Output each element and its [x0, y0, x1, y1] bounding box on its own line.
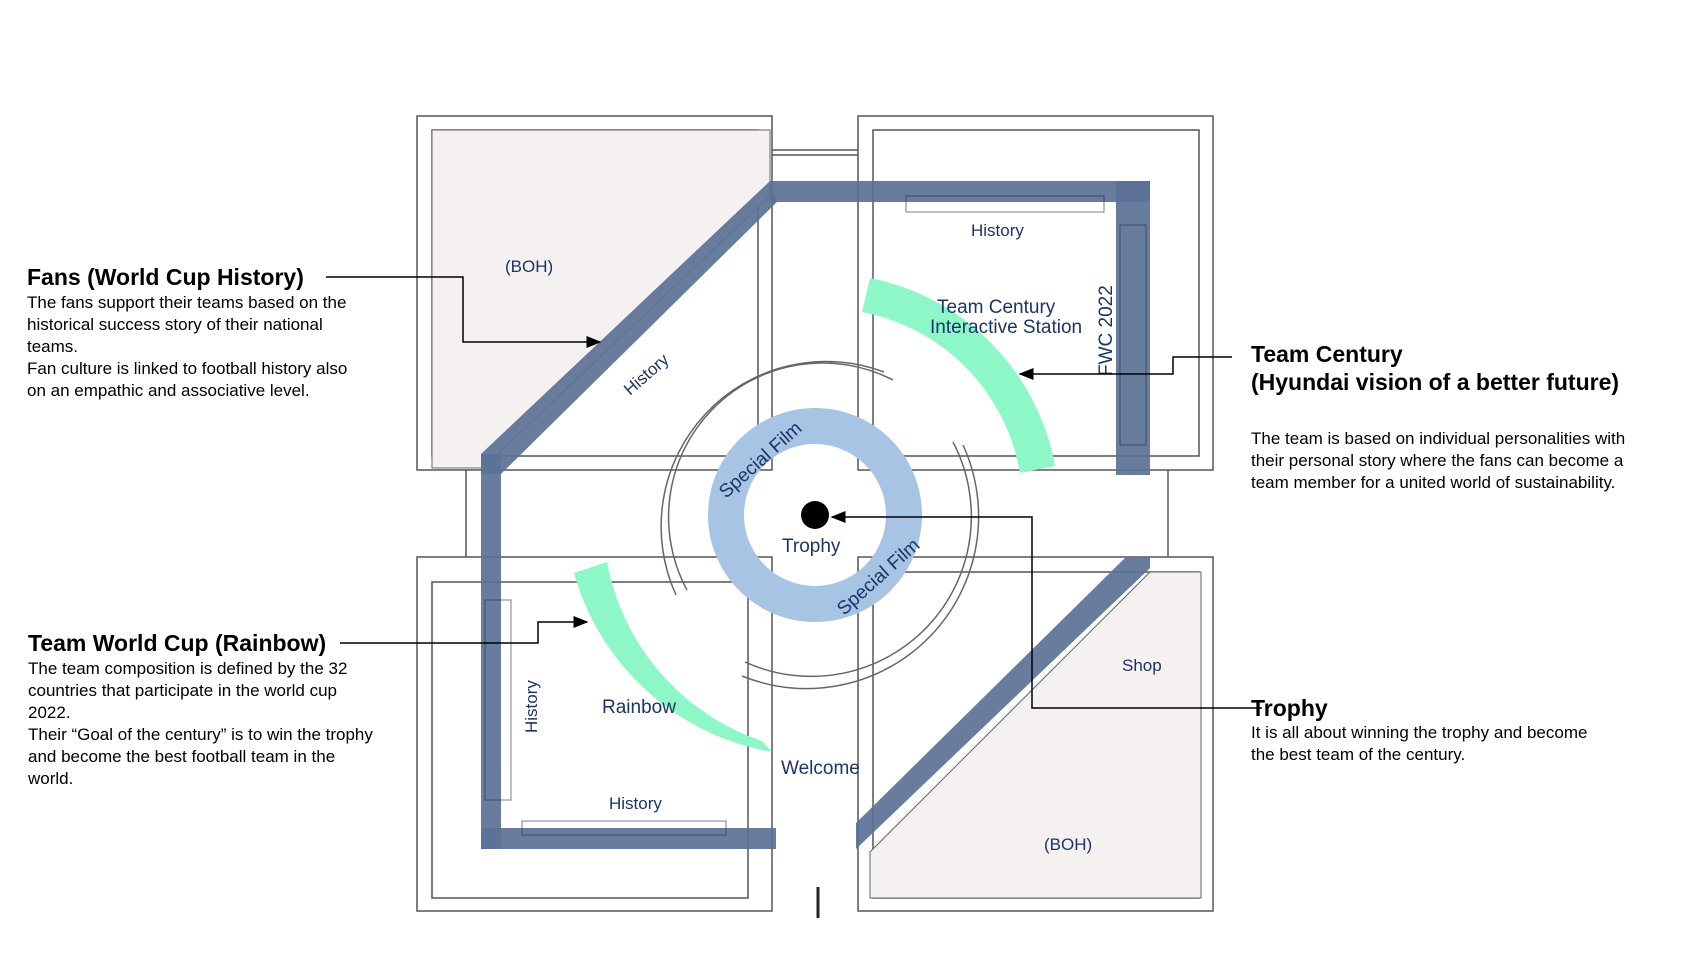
label-history-top: History — [971, 221, 1024, 240]
team-century-title-1: Team Century — [1251, 341, 1403, 367]
team-century-description: The team is based on individual personal… — [1251, 428, 1671, 494]
fans-line: Fan culture is linked to football histor… — [27, 359, 348, 378]
team-century-line: The team is based on individual personal… — [1251, 429, 1626, 448]
fans-title: Fans (World Cup History) — [27, 264, 304, 290]
label-boh-bottom-right: (BOH) — [1044, 835, 1092, 854]
team-world-cup-title: Team World Cup (Rainbow) — [28, 630, 327, 656]
label-team-century-2: Interactive Station — [930, 317, 1082, 338]
team-world-cup-description: The team composition is defined by the 3… — [28, 658, 428, 790]
label-team-century-1: Team Century — [937, 297, 1056, 318]
history-wall-diagonal — [481, 181, 777, 474]
team-century-title-2: (Hyundai vision of a better future) — [1251, 369, 1620, 395]
film-enclosure-walls — [660, 360, 980, 690]
label-shop: Shop — [1122, 656, 1162, 675]
fans-line: The fans support their teams based on th… — [27, 293, 347, 312]
leader-lines — [326, 276, 1262, 709]
history-wall-shop — [856, 557, 1150, 849]
boh-room-top-left — [431, 129, 771, 469]
display-cases — [484, 195, 1147, 836]
boh-room-bottom-right — [869, 571, 1202, 899]
team-world-cup-line: and become the best football team in the — [28, 747, 336, 766]
team-world-cup-line: Their “Goal of the century” is to win th… — [28, 725, 373, 744]
rainbow-arc — [574, 562, 772, 752]
team-world-cup-line: countries that participate in the world … — [28, 681, 338, 700]
leader-team-world-cup — [340, 616, 589, 644]
history-wall-bottom — [481, 828, 776, 849]
fans-line: on an empathic and associative level. — [27, 381, 310, 400]
team-century-arc — [862, 278, 1055, 473]
label-trophy: Trophy — [782, 536, 841, 557]
team-world-cup-line: world. — [28, 769, 74, 788]
history-wall-top — [770, 181, 1150, 202]
fans-description: The fans support their teams based on th… — [27, 292, 407, 402]
special-film-ring — [708, 408, 922, 622]
label-history-diagonal: History — [620, 350, 673, 399]
trophy-title: Trophy — [1251, 695, 1328, 721]
label-history-left: History — [522, 680, 541, 733]
trophy-description: It is all about winning the trophy and b… — [1251, 722, 1671, 766]
label-welcome: Welcome — [781, 758, 860, 779]
leader-fans — [326, 276, 602, 348]
leader-team-century — [1018, 356, 1232, 380]
history-walls — [481, 181, 1150, 849]
fans-line: historical success story of their nation… — [27, 315, 323, 334]
trophy-line: the best team of the century. — [1251, 745, 1466, 764]
label-rainbow: Rainbow — [602, 697, 676, 718]
history-wall-left — [481, 454, 501, 849]
team-world-cup-line: The team composition is defined by the 3… — [28, 659, 348, 678]
fans-line: teams. — [27, 337, 79, 356]
team-century-line: their personal story where the fans can … — [1251, 451, 1624, 470]
trophy-line: It is all about winning the trophy and b… — [1251, 723, 1588, 742]
label-history-bottom: History — [609, 794, 662, 813]
label-fwc: FWC 2022 — [1096, 285, 1117, 376]
history-wall-right — [1116, 181, 1150, 475]
team-world-cup-line: 2022. — [28, 703, 71, 722]
team-century-line: team member for a united world of sustai… — [1251, 473, 1616, 492]
trophy-marker — [801, 501, 829, 529]
label-boh-top-left: (BOH) — [505, 257, 553, 276]
leader-trophy — [830, 511, 1262, 709]
